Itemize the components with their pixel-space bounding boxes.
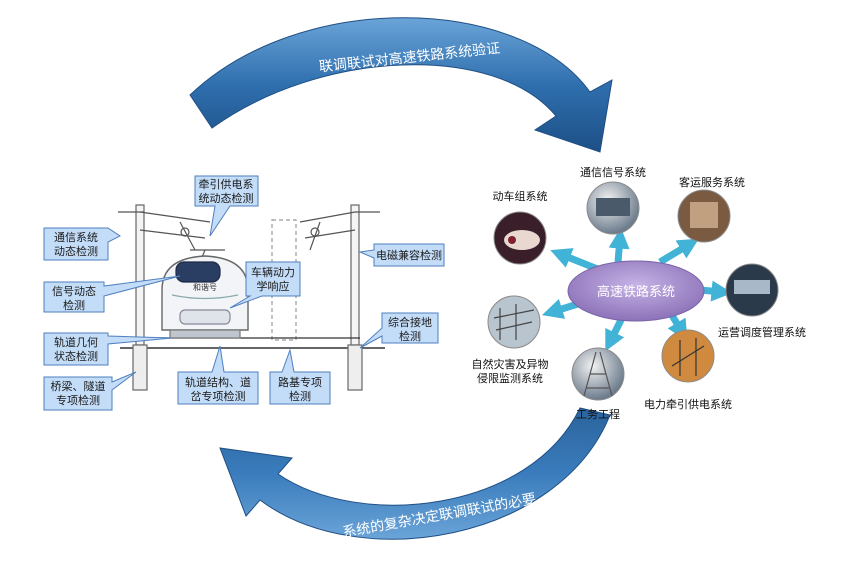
callout-grounding-line2: 检测 [399,329,421,343]
callout-traction: 牵引供电系 统动态检测 [194,175,259,237]
node-power [661,329,715,383]
callout-signal-line2: 检测 [63,298,85,312]
callout-subgrade: 路基专项 检测 [269,348,331,405]
callout-track-structure-line1: 轨道结构、道 [185,375,251,389]
callout-track-structure-line2: 岔专项检测 [191,389,246,403]
callout-signal-line1: 信号动态 [52,285,96,298]
bottom-curved-arrow: 系统的复杂决定联调联试的必要 [219,407,611,541]
label-passenger: 客运服务系统 [679,175,745,189]
callout-geometry-line1: 轨道几何 [54,335,98,349]
train-name-label: 和谐号 [193,282,217,292]
train-illustration [118,204,385,391]
callout-dynamics-line1: 车辆动力 [251,265,295,279]
hub-ellipse [567,260,705,322]
callout-emc-line1: 电磁兼容检测 [376,248,442,262]
node-passenger [677,189,731,243]
node-dispatch [725,263,779,317]
callout-subgrade-line2: 检测 [289,389,311,403]
node-disaster [487,295,541,349]
label-emu: 动车组系统 [493,189,548,203]
label-comm-signal: 通信信号系统 [580,166,646,179]
label-disaster-line1: 自然灾害及异物 [472,357,549,371]
node-comm-signal [586,181,640,235]
callout-dynamics-line2: 学响应 [257,279,290,293]
callout-geometry-line2: 状态检测 [54,349,98,363]
callout-comm-line2: 动态检测 [54,244,98,258]
node-works [571,347,625,401]
label-works: 工务工程 [576,408,620,421]
callout-traction-line2: 统动态检测 [199,191,254,205]
node-emu [493,211,547,265]
top-curved-arrow: 联调联试对高速铁路系统验证 [189,17,613,153]
callout-bridge-line1: 桥梁、隧道 [51,379,106,393]
callout-dynamics: 车辆动力 学响应 [229,261,301,309]
callout-bridge-line2: 专项检测 [56,393,100,407]
hub-label: 高速铁路系统 [597,284,675,300]
callout-grounding-line1: 综合接地 [388,315,432,329]
callout-grounding: 综合接地 检测 [359,312,439,349]
callout-bridge: 桥梁、隧道 专项检测 [43,371,137,411]
callout-geometry: 轨道几何 状态检测 [43,332,173,366]
callout-subgrade-line1: 路基专项 [278,375,322,389]
callout-comm-line1: 通信系统 [54,231,98,244]
label-disaster-line2: 侵限监测系统 [477,372,543,385]
callout-emc: 电磁兼容检测 [358,243,445,267]
callout-comm: 通信系统 动态检测 [43,227,121,261]
label-dispatch: 运营调度管理系统 [718,325,806,339]
label-power: 电力牵引供电系统 [644,397,732,411]
callout-track-structure: 轨道结构、道 岔专项检测 [177,345,259,405]
callout-signal: 信号动态 检测 [43,275,181,313]
callout-traction-line1: 牵引供电系 [199,177,254,191]
